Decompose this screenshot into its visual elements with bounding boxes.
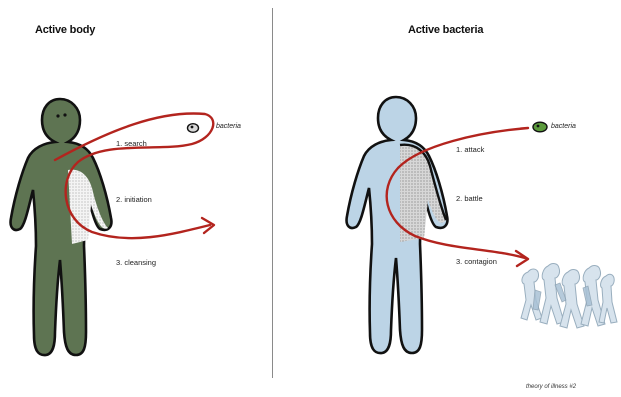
step-cleansing: 3. cleansing xyxy=(116,258,156,267)
step-contagion: 3. contagion xyxy=(456,257,497,266)
step-battle: 2. battle xyxy=(456,194,483,203)
eye-icon xyxy=(63,113,66,116)
step-initiation: 2. initiation xyxy=(116,195,152,204)
step-search: 1. search xyxy=(116,139,147,148)
figure-caption: theory of illness #2 xyxy=(526,384,576,390)
human-figure-left xyxy=(11,99,112,355)
bacteria-label-right: bacteria xyxy=(551,123,576,130)
contagion-crowd xyxy=(521,264,617,328)
step-attack: 1. attack xyxy=(456,145,484,154)
arrow-head-icon xyxy=(516,251,528,266)
human-figure-right xyxy=(347,97,448,353)
bacteria-label-left: bacteria xyxy=(216,123,241,130)
active-body-figure xyxy=(11,99,112,355)
eye-icon xyxy=(56,114,59,117)
bacteria-icon xyxy=(533,122,547,132)
crowd-person xyxy=(599,274,617,323)
active-bacteria-figure xyxy=(347,97,448,353)
bacteria-icon xyxy=(188,124,199,133)
